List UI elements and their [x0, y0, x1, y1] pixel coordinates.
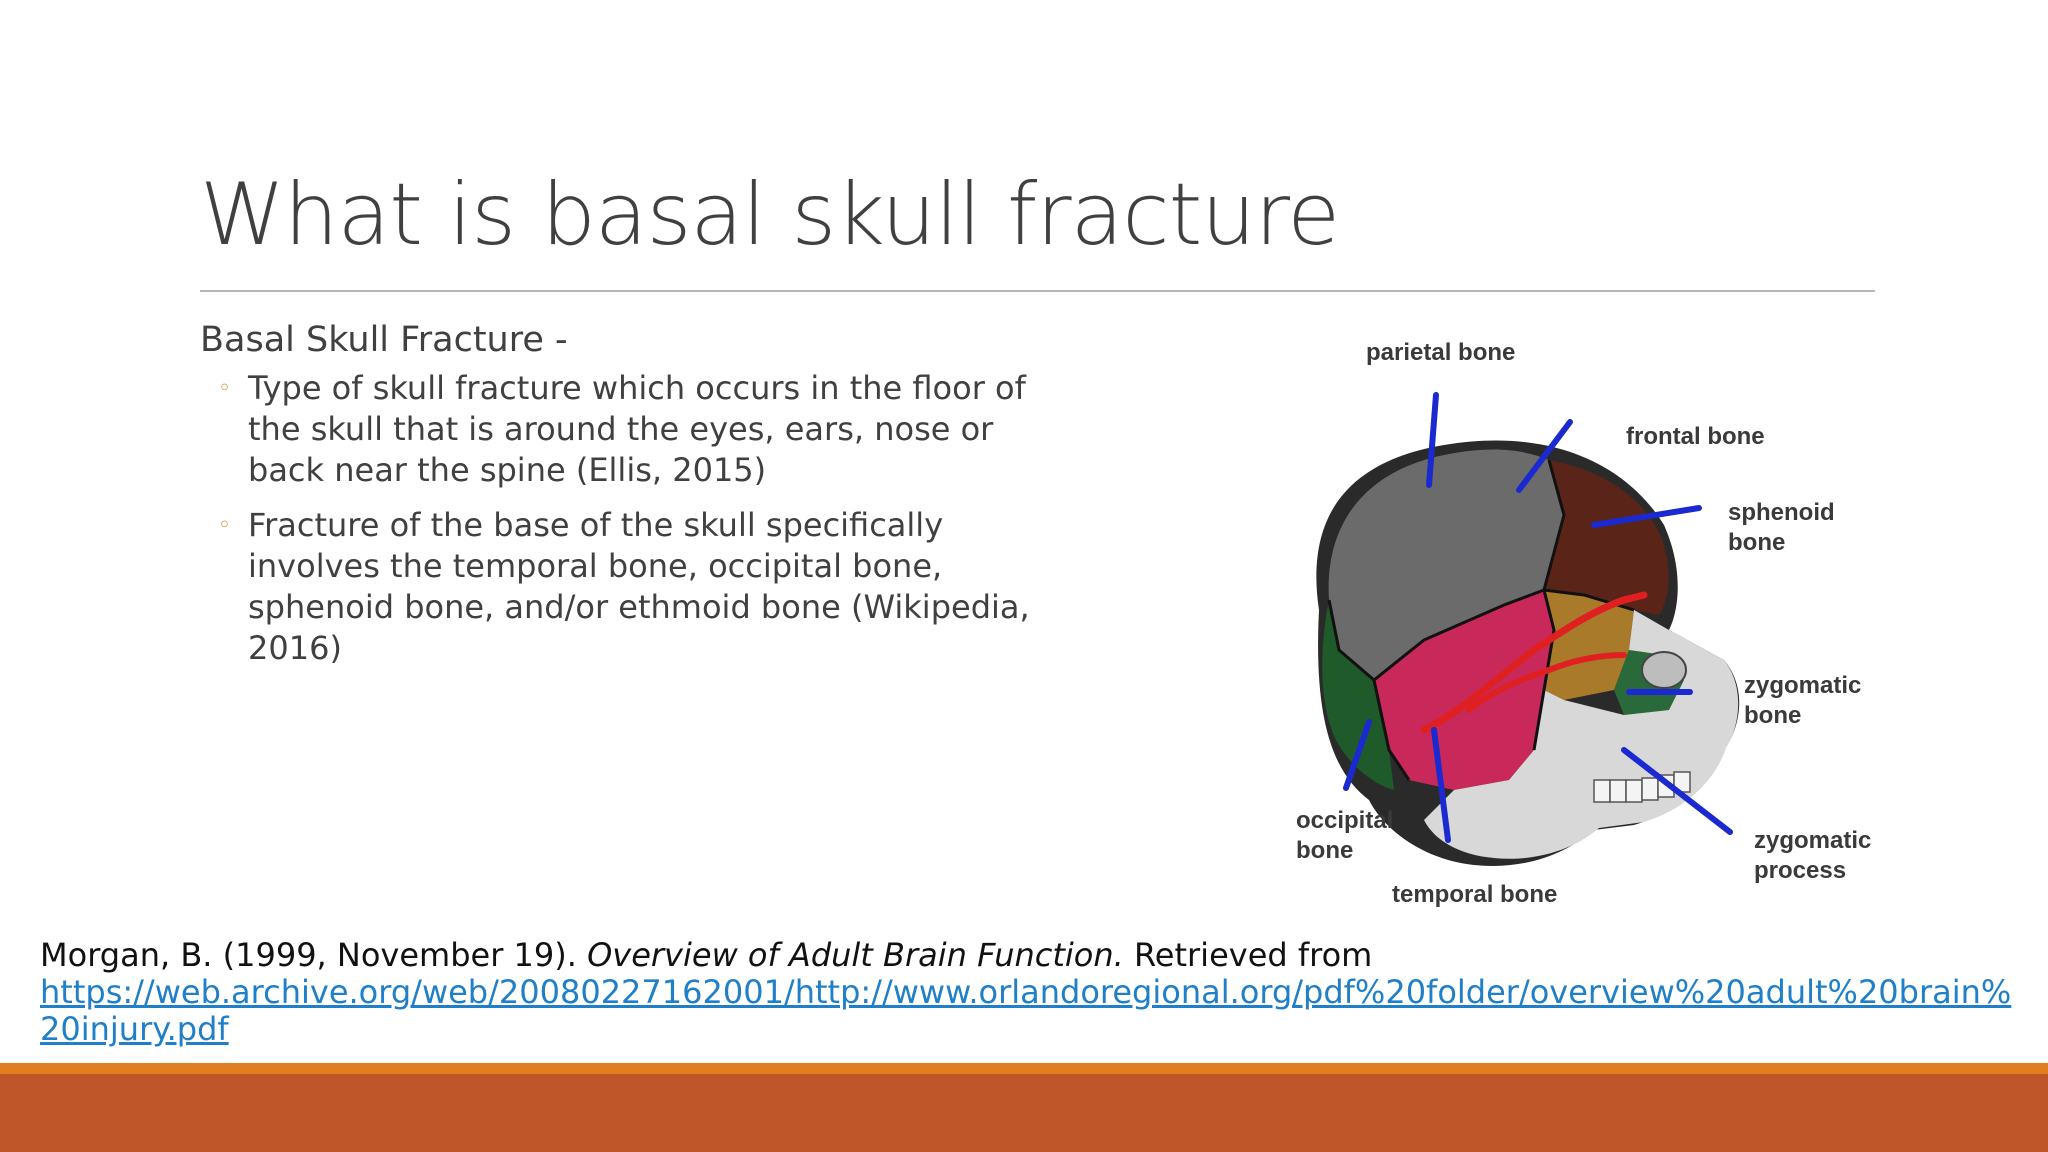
citation-title: Overview of Adult Brain Function. [587, 936, 1124, 974]
bullet-item: ◦ Type of skull fracture which occurs in… [200, 368, 1040, 491]
bullet-circle-icon: ◦ [218, 513, 231, 538]
pointer-lines [1343, 392, 1733, 843]
pointer-temporal [1431, 727, 1451, 843]
slide-title: What is basal skull fracture [200, 165, 1340, 265]
label-parietal-bone: parietal bone [1366, 339, 1515, 366]
pointer-sphenoid [1591, 505, 1702, 528]
eye-orbit [1641, 651, 1687, 689]
body-heading: Basal Skull Fracture - [200, 320, 568, 360]
label-zygomatic-bone-line2: bone [1744, 702, 1801, 729]
label-zygomatic-process-line1: zygomatic [1754, 827, 1871, 854]
pointer-frontal [1516, 419, 1573, 493]
citation-url-link[interactable]: https://web.archive.org/web/200802271620… [40, 973, 2012, 1048]
skull-diagram-svg: parietal bone frontal bone sphenoid bone… [1296, 339, 1871, 908]
temporal-bone-region [1374, 590, 1554, 790]
bullet-text: Fracture of the base of the skull specif… [248, 506, 1030, 667]
pointer-occipital [1343, 719, 1372, 791]
bone-sutures [1327, 459, 1635, 781]
skull-diagram: parietal bone frontal bone sphenoid bone… [1124, 310, 1874, 910]
label-frontal-bone: frontal bone [1626, 423, 1765, 450]
bullet-list: ◦ Type of skull fracture which occurs in… [200, 368, 1040, 669]
label-temporal-bone: temporal bone [1392, 881, 1557, 908]
slide-body: Basal Skull Fracture - ◦ Type of skull f… [200, 316, 1040, 683]
teeth [1593, 771, 1691, 803]
label-sphenoid-line2: bone [1728, 529, 1785, 556]
bullet-text: Type of skull fracture which occurs in t… [248, 369, 1026, 489]
fracture-line-branch [1466, 652, 1627, 713]
label-zygomatic-bone-line1: zygomatic [1744, 672, 1861, 699]
occipital-bone-region [1322, 600, 1394, 790]
sphenoid-bone-region [1544, 590, 1634, 700]
parietal-bone-region [1328, 449, 1564, 680]
label-sphenoid-line1: sphenoid [1728, 499, 1835, 526]
bullet-circle-icon: ◦ [218, 376, 231, 401]
label-zygomatic-process-line2: process [1754, 857, 1846, 884]
pointer-zygomatic-process [1621, 747, 1733, 835]
label-occipital-line2: bone [1296, 837, 1353, 864]
label-occipital-line1: occipital [1296, 807, 1393, 834]
pointer-parietal [1426, 392, 1439, 488]
frontal-bone-region [1544, 460, 1669, 615]
citation: Morgan, B. (1999, November 19). Overview… [40, 937, 2030, 1048]
title-divider [200, 290, 1875, 292]
fracture-line [1420, 591, 1648, 734]
footer-accent-bar [0, 1063, 2048, 1074]
citation-author-date: Morgan, B. (1999, November 19). [40, 936, 588, 974]
footer-band [0, 1074, 2048, 1152]
citation-retrieved: Retrieved from [1123, 936, 1373, 974]
bullet-item: ◦ Fracture of the base of the skull spec… [200, 505, 1040, 669]
